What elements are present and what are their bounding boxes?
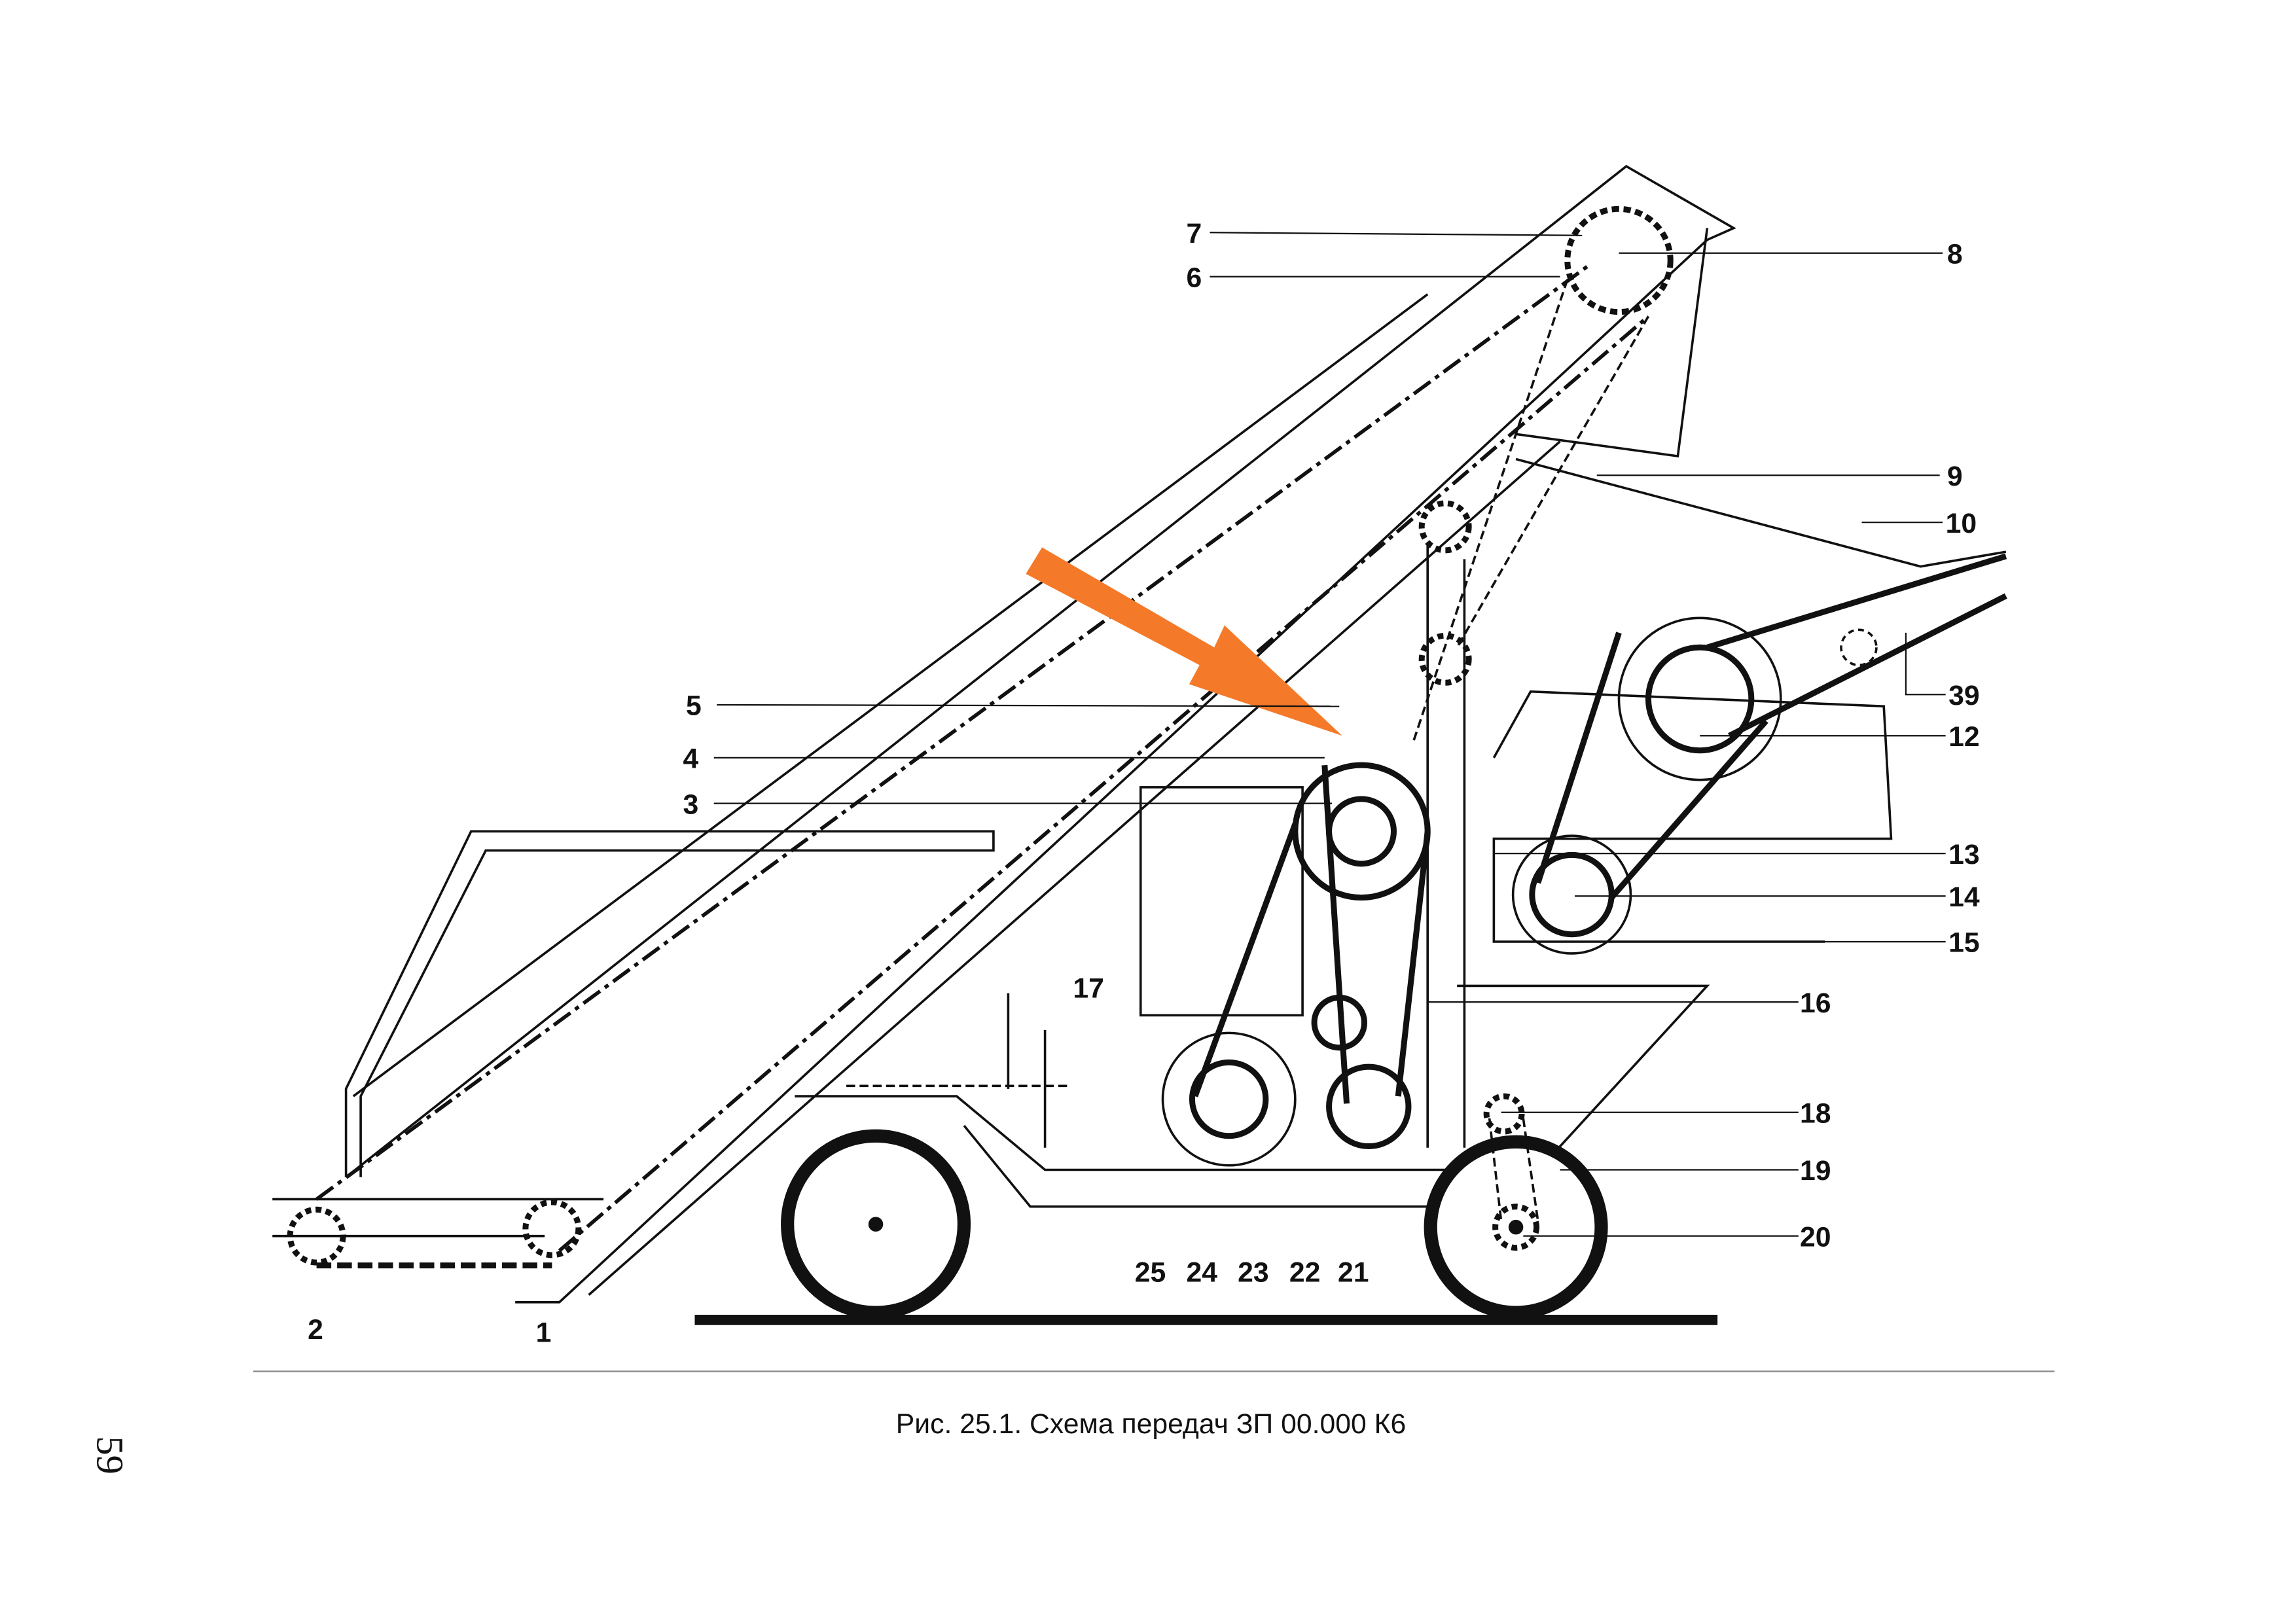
label-23: 23: [1238, 1257, 1269, 1288]
label-4: 4: [683, 743, 699, 775]
label-16: 16: [1800, 988, 1831, 1019]
label-13: 13: [1948, 839, 1979, 870]
label-2: 2: [308, 1314, 323, 1346]
label-1: 1: [536, 1317, 552, 1349]
label-39: 39: [1948, 680, 1979, 711]
highlight-arrow: [1026, 547, 1342, 736]
page-number: 59: [89, 1436, 132, 1474]
label-21: 21: [1338, 1257, 1369, 1288]
label-24: 24: [1186, 1257, 1217, 1288]
label-6: 6: [1186, 262, 1202, 293]
label-5: 5: [686, 690, 702, 722]
label-19: 19: [1800, 1155, 1831, 1186]
label-17: 17: [1073, 972, 1104, 1004]
label-3: 3: [683, 789, 699, 820]
label-20: 20: [1800, 1221, 1831, 1253]
part-labels: 7 6 8 9 10 39 12 5 4 3 13 14 15 17 16 18…: [308, 218, 1980, 1349]
label-18: 18: [1800, 1098, 1831, 1130]
label-12: 12: [1948, 721, 1979, 753]
label-25: 25: [1135, 1257, 1166, 1288]
leader-lines: [713, 232, 1946, 1237]
label-9: 9: [1947, 461, 1963, 492]
label-7: 7: [1186, 218, 1202, 249]
label-15: 15: [1948, 927, 1979, 959]
label-22: 22: [1289, 1257, 1321, 1288]
label-8: 8: [1947, 238, 1963, 270]
label-14: 14: [1948, 882, 1980, 913]
label-10: 10: [1946, 508, 1977, 539]
machine-drawing: [272, 164, 2007, 1325]
figure-caption: Рис. 25.1. Схема передач ЗП 00.000 К6: [896, 1408, 1406, 1440]
